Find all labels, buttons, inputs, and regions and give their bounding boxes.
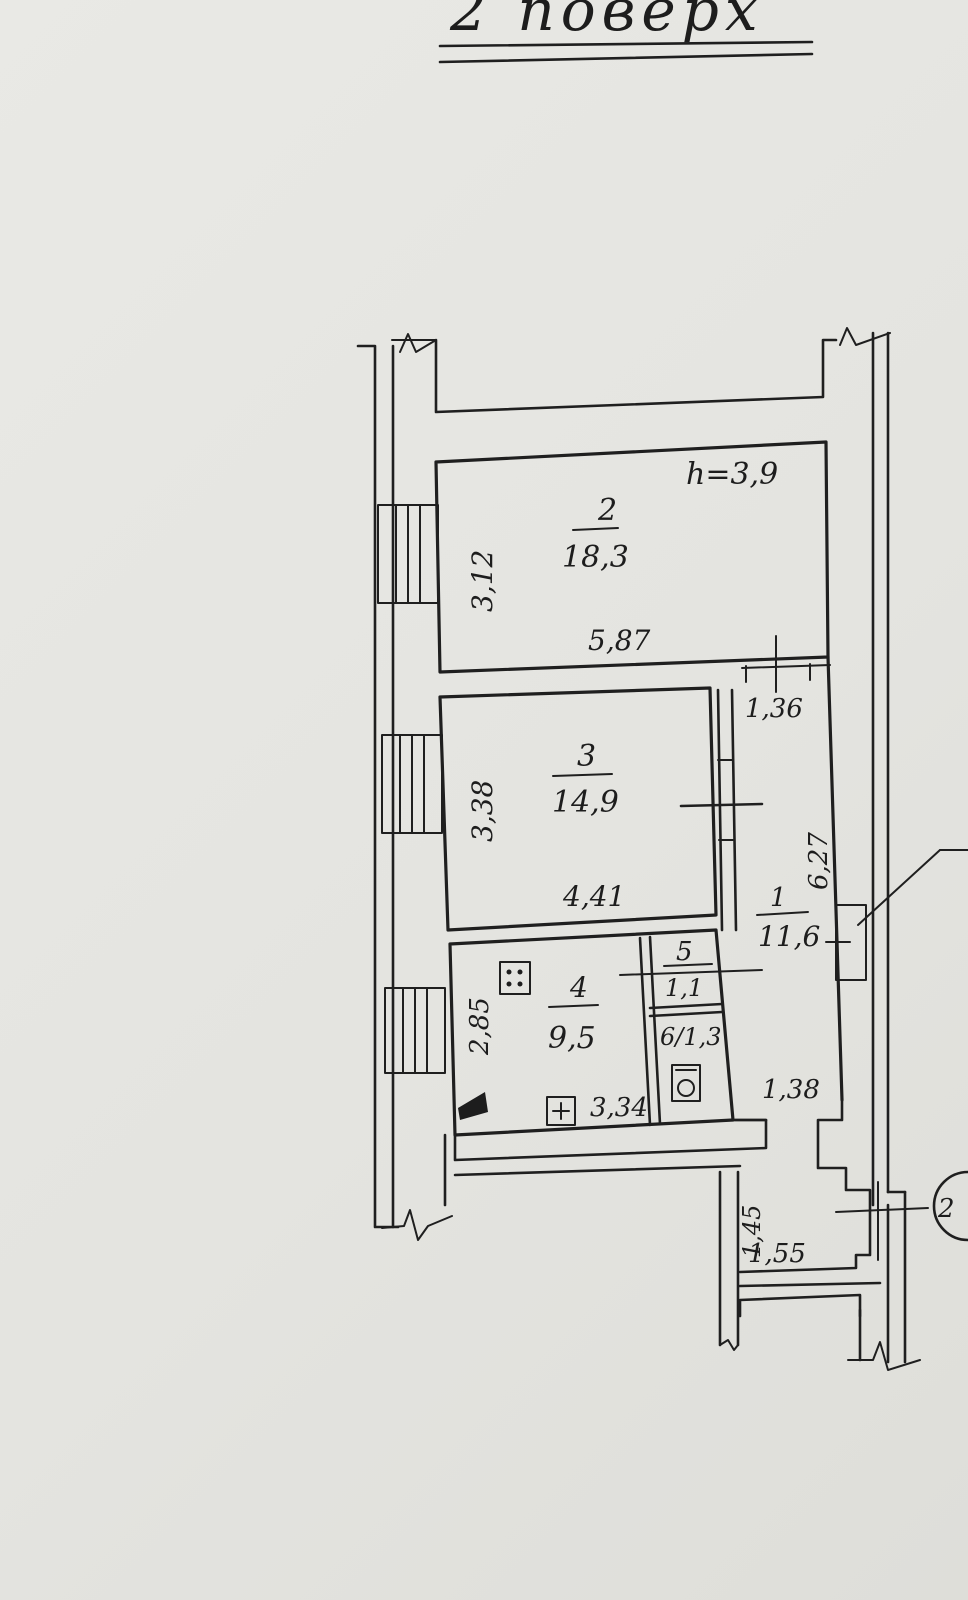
room-4-area: 9,5 bbox=[548, 1021, 596, 1056]
room-2-length: 5,87 bbox=[588, 624, 651, 657]
room-2-width: 3,12 bbox=[466, 550, 499, 612]
landing-dimension: 1,38 bbox=[762, 1075, 820, 1105]
rooms-5-6: 5 1,1 6/1,3 bbox=[619, 935, 763, 1127]
page-title: 2 поверх bbox=[449, 0, 764, 44]
room-2-area: 18,3 bbox=[562, 540, 629, 575]
vent-icon bbox=[458, 1092, 488, 1120]
room-3-area: 14,9 bbox=[552, 785, 619, 820]
room-4-number: 4 bbox=[569, 971, 588, 1004]
room-4-length: 3,34 bbox=[590, 1093, 648, 1123]
room-2-number: 2 bbox=[597, 493, 617, 528]
stair-dimension-a: 1,45 bbox=[738, 1205, 766, 1258]
toilet-icon bbox=[671, 1064, 701, 1102]
window-room-3 bbox=[381, 734, 443, 834]
room-3-number: 3 bbox=[577, 739, 596, 774]
room-1: 1,36 6,27 1 11,6 bbox=[716, 635, 968, 1102]
room-2: 2 18,3 3,12 5,87 h=3,9 bbox=[434, 440, 830, 674]
window-room-2 bbox=[377, 504, 439, 604]
room-1-area: 11,6 bbox=[758, 920, 820, 953]
room-4-width: 2,85 bbox=[465, 997, 495, 1056]
section-callout bbox=[932, 1170, 968, 1242]
ceiling-height: h=3,9 bbox=[686, 457, 778, 492]
room-6-label: 6/1,3 bbox=[660, 1023, 722, 1051]
room-5-number: 5 bbox=[676, 937, 693, 967]
room-5-area: 1,1 bbox=[665, 974, 703, 1002]
stove-icon bbox=[499, 961, 531, 995]
sink-icon bbox=[546, 1096, 576, 1126]
section-callout-label: 2 bbox=[937, 1194, 955, 1224]
title-underline-2 bbox=[438, 52, 814, 64]
title-underline bbox=[438, 40, 814, 48]
stair-landing: 1,38 1,45 1,55 2 bbox=[453, 1075, 968, 1274]
window-room-4 bbox=[384, 987, 446, 1074]
room-3-length: 4,41 bbox=[562, 880, 625, 913]
room-3: 3 14,9 3,38 4,41 bbox=[438, 686, 764, 932]
room-3-width: 3,38 bbox=[466, 780, 499, 842]
stair-dimension-b: 1,55 bbox=[748, 1239, 806, 1269]
building-outline bbox=[356, 327, 921, 1371]
corridor-width: 1,36 bbox=[745, 694, 803, 724]
room-1-number: 1 bbox=[770, 883, 787, 913]
room-1-length: 6,27 bbox=[804, 832, 834, 890]
